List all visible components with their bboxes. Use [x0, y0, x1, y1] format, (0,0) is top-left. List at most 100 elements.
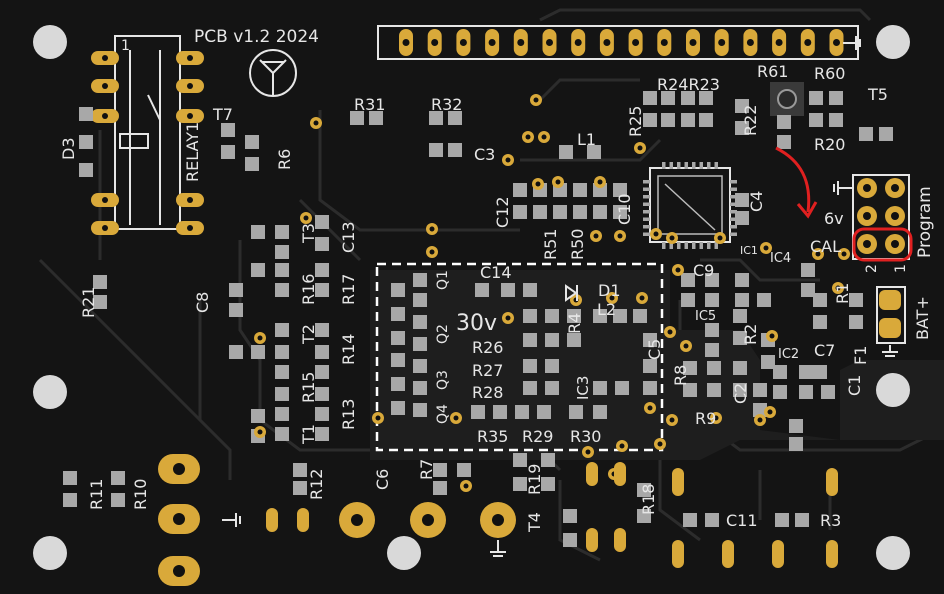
smd-pad: [773, 385, 787, 399]
power-terminals: [158, 454, 838, 586]
smd-pad: [733, 383, 747, 397]
smd-pad: [275, 263, 289, 277]
smd-pad: [573, 183, 587, 197]
vias: [254, 94, 850, 492]
smd-pad: [567, 309, 581, 323]
via-hole: [675, 267, 681, 273]
label-r13: R13: [339, 399, 358, 430]
relay-pin-hole: [187, 83, 193, 89]
label-r21: R21: [79, 287, 98, 318]
mcu-ic1: [649, 167, 731, 243]
smd-pad: [545, 309, 559, 323]
label-c3: C3: [474, 145, 495, 164]
via-hole: [683, 343, 689, 349]
smd-pad: [681, 113, 695, 127]
smd-pad: [567, 333, 581, 347]
label-r8: R8: [671, 365, 690, 386]
six-v-label: 6v: [824, 209, 844, 228]
label-t1: T1: [299, 424, 318, 445]
ic1-pin: [643, 210, 650, 214]
ic1-pin: [692, 242, 696, 249]
label-r28: R28: [472, 383, 503, 402]
smd-pad: [615, 381, 629, 395]
label-c9: C9: [693, 261, 714, 280]
label-c14: C14: [480, 263, 512, 282]
smd-pad: [523, 359, 537, 373]
smd-pad: [813, 293, 827, 307]
smd-pad: [587, 145, 601, 159]
smd-pad: [705, 293, 719, 307]
smd-pad: [707, 361, 721, 375]
ic1-pin: [714, 162, 718, 169]
smd-pad: [229, 303, 243, 317]
via-hole: [453, 415, 459, 421]
via-hole: [525, 134, 531, 140]
smd-pad: [413, 273, 427, 287]
label-q4: Q4: [435, 404, 451, 424]
smd-pad: [501, 283, 515, 297]
smd-pad: [471, 405, 485, 419]
ic1-pin: [707, 242, 711, 249]
smd-pad: [573, 205, 587, 219]
smd-pad: [757, 293, 771, 307]
smd-pad: [735, 273, 749, 287]
via-hole: [815, 251, 821, 257]
smd-pad: [613, 183, 627, 197]
ic1-pin: [730, 225, 737, 229]
smd-pad: [315, 345, 329, 359]
smd-pad: [429, 143, 443, 157]
smd-pad: [799, 365, 813, 379]
label-r17: R17: [339, 274, 358, 305]
smd-pad: [315, 237, 329, 251]
relay-pin-hole: [187, 113, 193, 119]
smd-pad: [315, 323, 329, 337]
smd-pad: [661, 113, 675, 127]
label-r60: R60: [814, 64, 845, 83]
smd-pad: [859, 127, 873, 141]
label-c6: C6: [373, 469, 392, 490]
label-ic2: IC2: [778, 347, 799, 362]
smd-pad: [789, 437, 803, 451]
smd-pad: [275, 225, 289, 239]
smd-pad: [707, 383, 721, 397]
high-voltage-zone: [375, 262, 664, 452]
label-q3: Q3: [435, 370, 451, 390]
smd-pad: [681, 273, 695, 287]
relay-pin-1: 1: [121, 38, 130, 54]
via-hole: [713, 415, 719, 421]
header-pin-hole: [488, 39, 496, 46]
smd-pad: [275, 427, 289, 441]
label-ic3: IC3: [574, 376, 592, 400]
ic1-pin: [699, 242, 703, 249]
label-t3: T3: [299, 223, 318, 244]
smd-pad: [541, 477, 555, 491]
header-pin-hole: [660, 39, 668, 46]
smd-pad: [275, 387, 289, 401]
smd-pad: [293, 463, 307, 477]
ic1-pin: [662, 162, 666, 169]
label-l2: L2: [597, 300, 616, 319]
via-hole: [533, 97, 539, 103]
ic1-pin: [643, 232, 650, 236]
ic1-pin: [730, 210, 737, 214]
smd-pad: [251, 409, 265, 423]
smd-pad: [245, 157, 259, 171]
label-r27: R27: [472, 361, 503, 380]
label-d1: D1: [598, 281, 621, 300]
via-hole: [609, 295, 615, 301]
smd-pad: [350, 111, 364, 125]
label-r1: R1: [833, 283, 852, 304]
smd-pad: [559, 145, 573, 159]
via-hole: [657, 441, 663, 447]
smd-pad: [661, 91, 675, 105]
via-hole: [647, 405, 653, 411]
smd-pad: [789, 419, 803, 433]
smd-pad: [683, 513, 697, 527]
ic1-pin: [643, 225, 650, 229]
label-r32: R32: [431, 95, 462, 114]
label-r30: R30: [570, 427, 601, 446]
via-hole: [257, 335, 263, 341]
header-pin-hole: [718, 39, 726, 46]
label-r25: R25: [626, 106, 645, 137]
ic1-pin: [714, 242, 718, 249]
